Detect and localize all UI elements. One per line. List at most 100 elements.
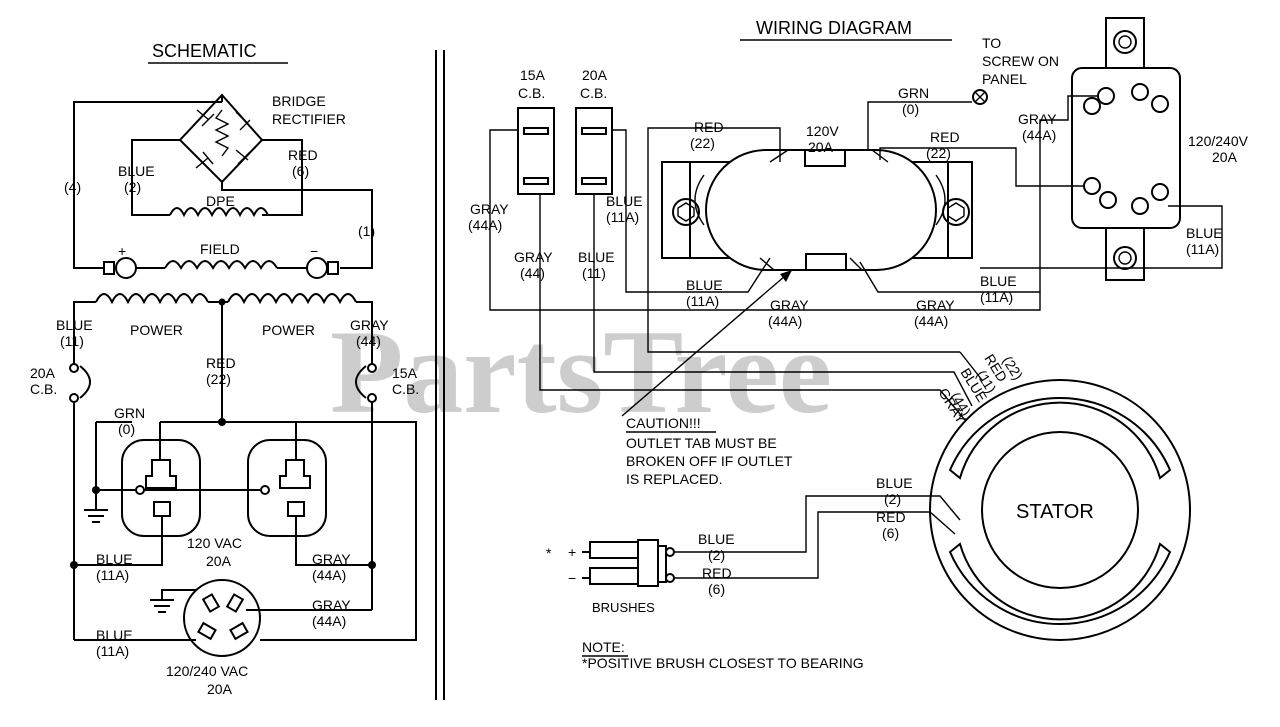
w-gray-44a-label: GRAY: [1018, 111, 1057, 127]
br-red-6-num: (6): [708, 581, 725, 597]
w-cb15-line1: 15A: [520, 67, 546, 83]
note-text: *POSITIVE BRUSH CLOSEST TO BEARING: [582, 655, 864, 671]
br-blue-2-num: (2): [708, 547, 725, 563]
w-grn-0-num: (0): [902, 101, 919, 117]
brushes-label: BRUSHES: [592, 600, 655, 615]
outlet240-line2: 20A: [1212, 149, 1238, 165]
w-blue-11a-b-label: BLUE: [686, 277, 723, 293]
stator: [929, 379, 1191, 641]
panel-screw-icon: [972, 89, 988, 105]
outlet-120-240v-assembly: [1071, 17, 1181, 281]
red-6-label: RED: [288, 147, 318, 163]
w-gray-44a-num: (44A): [1022, 127, 1056, 143]
stator-label: STATOR: [1016, 501, 1094, 523]
wire-1-label: (1): [358, 223, 375, 239]
w-red-22-num: (22): [690, 135, 715, 151]
gray-44-num: (44): [356, 333, 381, 349]
w-gray-44a-c-num: (44A): [914, 313, 948, 329]
blue-11a2-num: (11A): [96, 643, 129, 659]
st-blue-2-num: (2): [884, 491, 901, 507]
w-cb20-line2: C.B.: [580, 85, 607, 101]
w-blue-11a-b-num: (11A): [686, 293, 719, 309]
gray-44a2-num: (44A): [312, 613, 346, 629]
power-left-label: POWER: [130, 322, 183, 338]
power-right-label: POWER: [262, 322, 315, 338]
w-grn-0-label: GRN: [898, 85, 929, 101]
schematic-title: SCHEMATIC: [152, 41, 257, 61]
cb15-line1: 15A: [392, 365, 418, 381]
w-blue-11a-right-num: (11A): [1186, 241, 1219, 257]
st-red-6-label: RED: [876, 509, 906, 525]
w-gray-44-num: (44): [520, 265, 545, 281]
w-blue-11a-num: (11A): [606, 209, 639, 225]
grn-0-label: GRN: [114, 405, 145, 421]
w-blue-11-label: BLUE: [578, 249, 615, 265]
brush-asterisk: *: [546, 545, 552, 561]
outlet-120vac-right: [247, 439, 327, 537]
blue-11a2-label: BLUE: [96, 627, 133, 643]
red-22-num: (22): [206, 371, 231, 387]
field-minus: −: [310, 243, 318, 259]
w-red-22-label: RED: [694, 119, 724, 135]
gray-44-label: GRAY: [350, 317, 389, 333]
field-plus: +: [118, 243, 126, 259]
vac120-line2: 20A: [206, 553, 232, 569]
w-blue-11a-label: BLUE: [606, 193, 643, 209]
wire-4-label: (4): [64, 179, 81, 195]
cb20-line2: C.B.: [30, 381, 57, 397]
outlet120-line2: 20A: [808, 139, 834, 155]
w-red-22b-label: RED: [930, 129, 960, 145]
outlet240-line1: 120/240V: [1188, 133, 1249, 149]
blue-2-label: BLUE: [118, 163, 155, 179]
screw-line2: SCREW ON: [982, 53, 1059, 69]
dpe-label: DPE: [206, 193, 235, 209]
circuit-breaker-15a: [517, 107, 555, 195]
schematic-panel: SCHEMATIC BRIDGE RECTIFIER (4) (1) BLUE …: [30, 41, 419, 697]
caution-title: CAUTION!!!: [626, 415, 701, 431]
field-label: FIELD: [200, 241, 240, 257]
w-gray-44a-c-label: GRAY: [916, 297, 955, 313]
wiring-title: WIRING DIAGRAM: [756, 18, 912, 38]
caution-line3: IS REPLACED.: [626, 471, 722, 487]
brush-minus: −: [568, 570, 576, 586]
outlet-120-240vac: [183, 579, 261, 657]
gray-44a-label: GRAY: [312, 551, 351, 567]
w-gray-44a-b-label: GRAY: [770, 297, 809, 313]
w-blue-11-num: (11): [582, 265, 606, 281]
w-blue-11a-c-label: BLUE: [980, 273, 1017, 289]
blue-11a-num: (11A): [96, 567, 129, 583]
grn-0-num: (0): [118, 421, 135, 437]
w-gray-44a-left-label: GRAY: [470, 201, 509, 217]
bridge-rectifier: [178, 93, 264, 184]
wiring-panel: WIRING DIAGRAM TO SCREW ON PANEL 15A C.B…: [468, 17, 1249, 671]
circuit-breaker-20a: [575, 107, 613, 195]
screw-line1: TO: [982, 35, 1001, 51]
red-22-label: RED: [206, 355, 236, 371]
w-gray-44-label: GRAY: [514, 249, 553, 265]
screw-line3: PANEL: [982, 71, 1027, 87]
note-title: NOTE:: [582, 639, 625, 655]
brushes-assembly: [582, 539, 675, 587]
w-gray-44a-b-num: (44A): [768, 313, 802, 329]
w-red-22b-num: (22): [926, 145, 951, 161]
br-red-6-label: RED: [702, 565, 732, 581]
brush-plus: +: [568, 544, 576, 560]
bridge-label-2: RECTIFIER: [272, 111, 346, 127]
st-red-6-num: (6): [882, 525, 899, 541]
w-blue-11a-c-num: (11A): [980, 289, 1013, 305]
vac240-line2: 20A: [207, 681, 233, 697]
gray-44a-num: (44A): [312, 567, 346, 583]
caution-line1: OUTLET TAB MUST BE: [626, 435, 777, 451]
red-6-num: (6): [292, 163, 309, 179]
blue-11-num: (11): [60, 333, 84, 349]
bridge-label-1: BRIDGE: [272, 93, 326, 109]
st-blue-2-label: BLUE: [876, 475, 913, 491]
w-cb20-line1: 20A: [582, 67, 608, 83]
cb20-line1: 20A: [30, 365, 56, 381]
caution-line2: BROKEN OFF IF OUTLET: [626, 453, 793, 469]
blue-2-num: (2): [124, 179, 141, 195]
vac240-line1: 120/240 VAC: [166, 663, 248, 679]
w-blue-11a-right-label: BLUE: [1186, 225, 1223, 241]
blue-11a-label: BLUE: [96, 551, 133, 567]
